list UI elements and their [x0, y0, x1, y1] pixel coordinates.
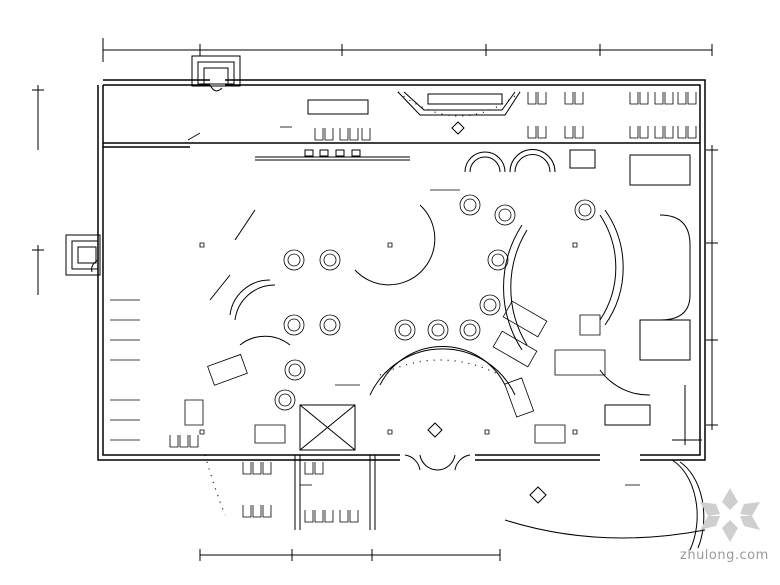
table-cluster	[284, 315, 304, 335]
central-bar-arc	[355, 205, 515, 395]
right-dimension-line	[706, 145, 718, 430]
terrace-arc-bottom	[505, 460, 705, 550]
table-cluster	[488, 250, 508, 270]
top-corridor-furniture	[255, 92, 520, 160]
table-cluster	[275, 390, 295, 410]
table-cluster	[320, 315, 340, 335]
stairwell-block	[295, 405, 375, 530]
table-cluster	[495, 205, 515, 225]
dining-sets	[170, 301, 605, 522]
left-curved-divider	[210, 210, 290, 345]
table-cluster	[428, 320, 448, 340]
top-dimension-line	[103, 38, 712, 62]
table-clusters	[275, 195, 595, 410]
entrance-stair-top	[192, 56, 240, 91]
dotted-curve-bottom-left	[205, 92, 520, 515]
flow-arrows	[188, 127, 640, 485]
fan-arches-top	[465, 150, 595, 173]
right-curved-partition	[504, 210, 650, 395]
left-dimension-line	[32, 85, 44, 295]
watermark-text: zhulong.com	[680, 548, 769, 563]
entrance-stair-left	[66, 235, 100, 275]
table-cluster	[284, 250, 304, 270]
table-cluster	[460, 195, 480, 215]
table-cluster	[460, 320, 480, 340]
table-cluster	[285, 360, 305, 380]
table-cluster	[395, 320, 415, 340]
main-entrance-doors	[405, 423, 470, 470]
booth-row-top	[315, 92, 696, 140]
right-lounge-seating	[605, 155, 702, 445]
column-markers	[200, 243, 577, 434]
bottom-dimension-line	[200, 549, 500, 561]
exterior-walls	[98, 80, 705, 460]
table-cluster	[575, 200, 595, 220]
table-cluster	[480, 295, 500, 315]
zhulong-snowflake-logo-icon	[700, 488, 760, 542]
table-cluster	[320, 250, 340, 270]
left-wall-partitions	[110, 300, 140, 440]
